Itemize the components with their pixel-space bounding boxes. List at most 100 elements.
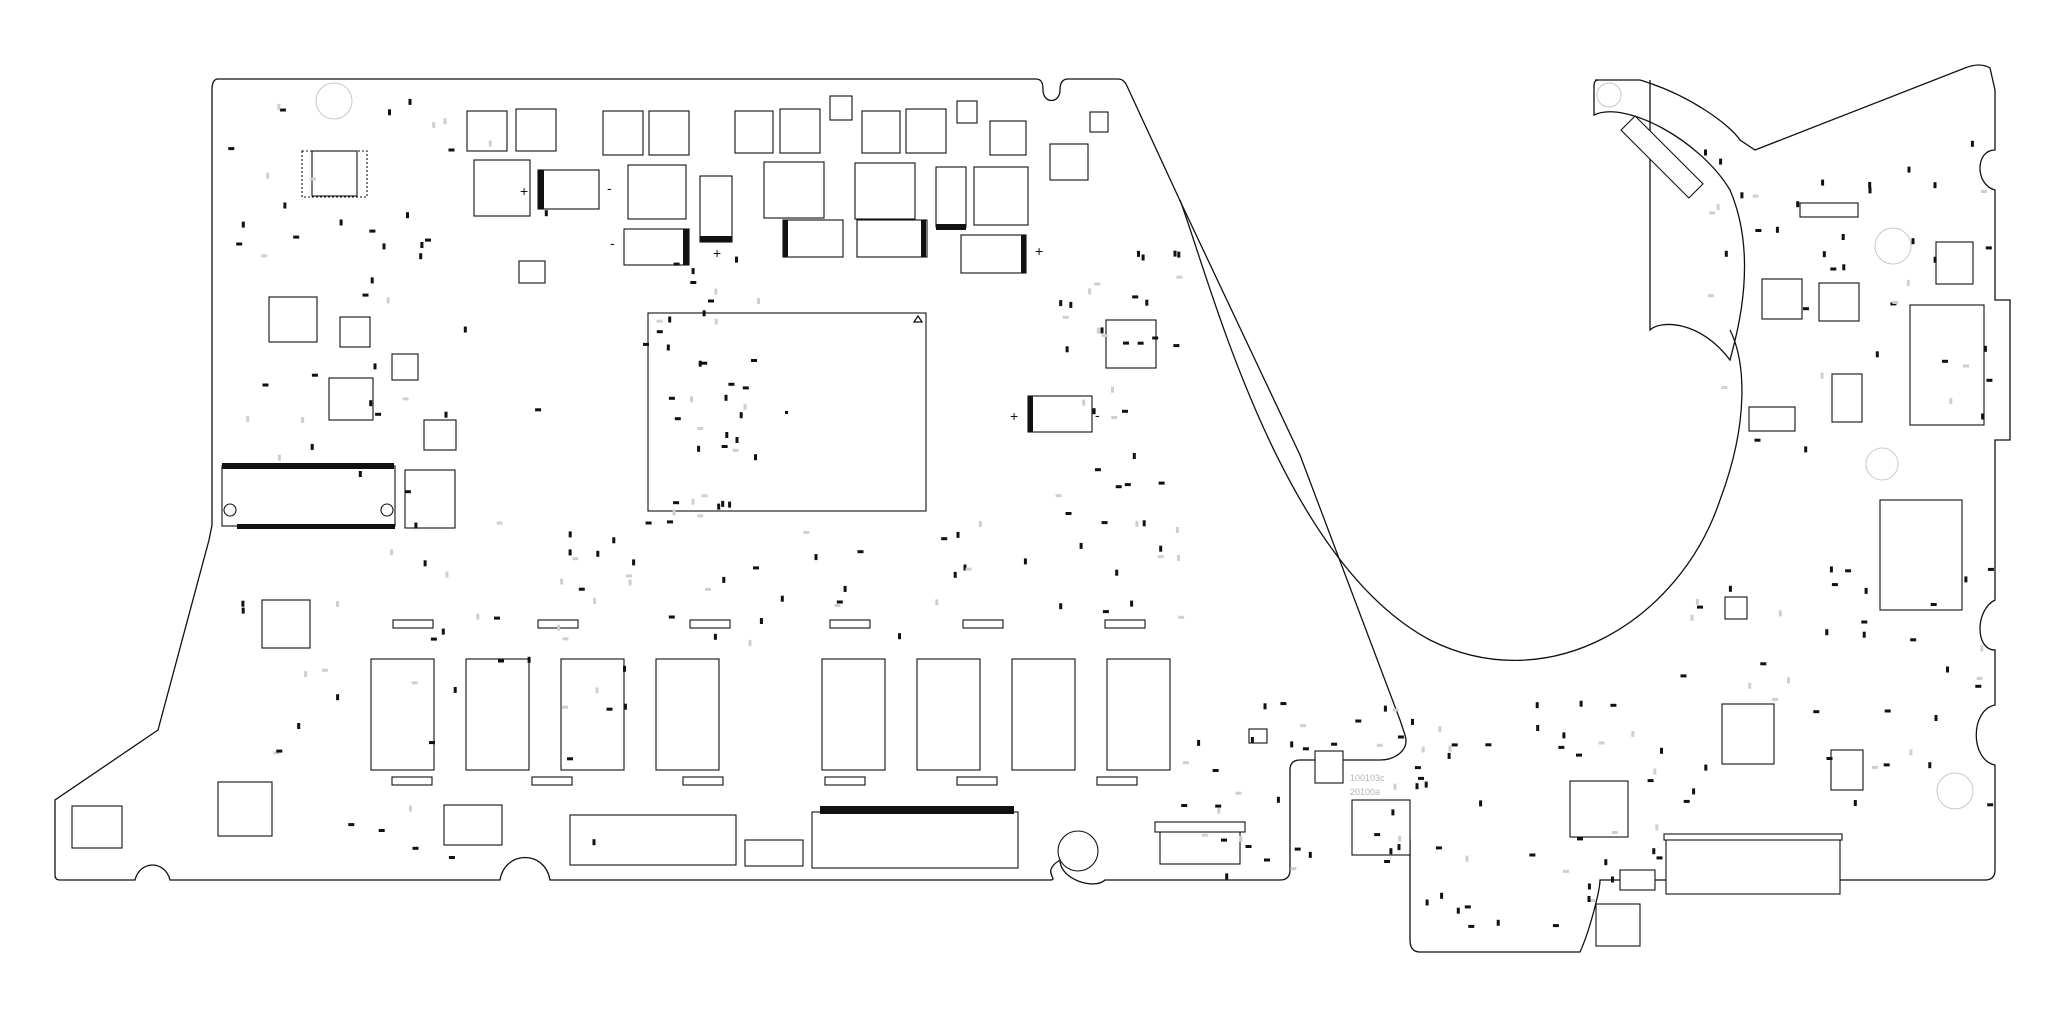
smd-pad [527, 656, 531, 663]
smd-pad [310, 443, 314, 450]
smd-pad [1864, 587, 1868, 594]
smd-pad [834, 604, 841, 608]
smd-pad [1611, 876, 1614, 883]
smd-pad [1215, 804, 1222, 808]
smd-pad [560, 578, 564, 585]
smd-pad [1716, 204, 1720, 211]
smd-pad [673, 262, 680, 266]
smd-pad [1300, 724, 1307, 728]
smd-pad [1826, 757, 1833, 760]
smd-pad [728, 382, 735, 386]
smd-pad [1748, 682, 1752, 689]
smd-pad [1656, 856, 1663, 860]
smd-pad [339, 219, 343, 226]
smd-pad [1178, 615, 1185, 619]
smd-pad [1796, 201, 1800, 208]
smd-pad [1577, 837, 1583, 841]
smd-pad [593, 597, 597, 604]
smd-pad [1680, 674, 1687, 678]
smd-pad [562, 637, 569, 641]
smd-pad [336, 694, 340, 701]
smd-pad [309, 177, 316, 181]
smd-pad [1152, 336, 1159, 340]
smd-pad [1892, 301, 1899, 304]
smd-pad [266, 172, 270, 179]
smd-pad [1598, 741, 1605, 745]
smd-pad [1841, 234, 1845, 240]
smd-pad [321, 668, 328, 672]
smd-pad [246, 416, 250, 422]
smd-pad [1683, 799, 1690, 803]
smd-pad [429, 741, 435, 745]
smd-pad [623, 703, 627, 710]
smd-pad [1821, 179, 1825, 186]
smd-pad [261, 254, 268, 258]
smd-pad [378, 829, 385, 832]
smd-pad [1111, 386, 1114, 393]
smd-pad [496, 521, 503, 525]
smd-pad [1928, 762, 1932, 769]
smd-pad [476, 613, 480, 620]
smd-pad [1398, 835, 1402, 842]
smd-pad [1465, 855, 1469, 862]
smd-pad [453, 686, 457, 693]
smd-pad [978, 520, 982, 527]
smd-pad [1981, 413, 1985, 420]
smd-pad [241, 607, 245, 614]
smd-pad [753, 566, 759, 570]
smd-pad [721, 500, 725, 507]
smd-pad [748, 639, 752, 646]
smd-pad [672, 509, 676, 516]
smd-pad [645, 521, 652, 525]
smd-pad [697, 427, 704, 431]
smd-pad [1384, 860, 1391, 863]
smd-pad [488, 140, 492, 147]
smd-pad [1082, 399, 1086, 406]
smd-pad [1435, 846, 1442, 850]
smd-pad [1102, 610, 1109, 614]
smd-pad [1280, 702, 1287, 706]
minus-mark: - [610, 235, 615, 251]
smd-pad [1970, 140, 1974, 147]
smd-pad [1124, 483, 1131, 487]
smd-pad [1985, 246, 1992, 250]
smd-pad [390, 549, 394, 556]
smd-pad [1421, 746, 1425, 753]
smd-pad [370, 277, 374, 284]
smd-pad [1137, 250, 1140, 257]
smd-pad [1023, 558, 1027, 565]
smd-pad [1704, 149, 1707, 156]
smd-pad [1397, 735, 1404, 739]
smd-pad [1239, 835, 1243, 842]
smd-pad [1201, 833, 1208, 837]
smd-pad [1820, 372, 1824, 379]
smd-pad [1986, 378, 1993, 382]
smd-pad [1862, 631, 1866, 638]
smd-pad [1157, 555, 1164, 559]
smd-pad [1611, 831, 1618, 834]
smd-pad [1853, 800, 1857, 806]
minus-mark: - [1095, 407, 1100, 423]
smd-pad [411, 681, 418, 685]
smd-pad [735, 256, 738, 263]
smd-pad [1123, 341, 1129, 345]
smd-pad [1704, 764, 1708, 771]
memory-caps-top [391, 619, 1146, 786]
smd-pad [1411, 718, 1414, 725]
smd-pad [1115, 569, 1119, 576]
smd-pad [1302, 747, 1309, 751]
smd-pad [739, 412, 743, 419]
smd-pad [1813, 710, 1820, 714]
smd-pad [1883, 763, 1890, 767]
smd-pad [1374, 833, 1381, 837]
smd-pad [423, 560, 427, 567]
smd-pad [1949, 398, 1953, 405]
smd-pad [1980, 645, 1984, 652]
polarized-capacitors [537, 169, 1093, 433]
smd-pad [1221, 838, 1227, 842]
smd-pad [757, 298, 760, 304]
smd-pad [1933, 256, 1937, 263]
smd-pad [1529, 853, 1536, 857]
smd-pad [336, 601, 339, 608]
smd-pad [228, 147, 235, 151]
